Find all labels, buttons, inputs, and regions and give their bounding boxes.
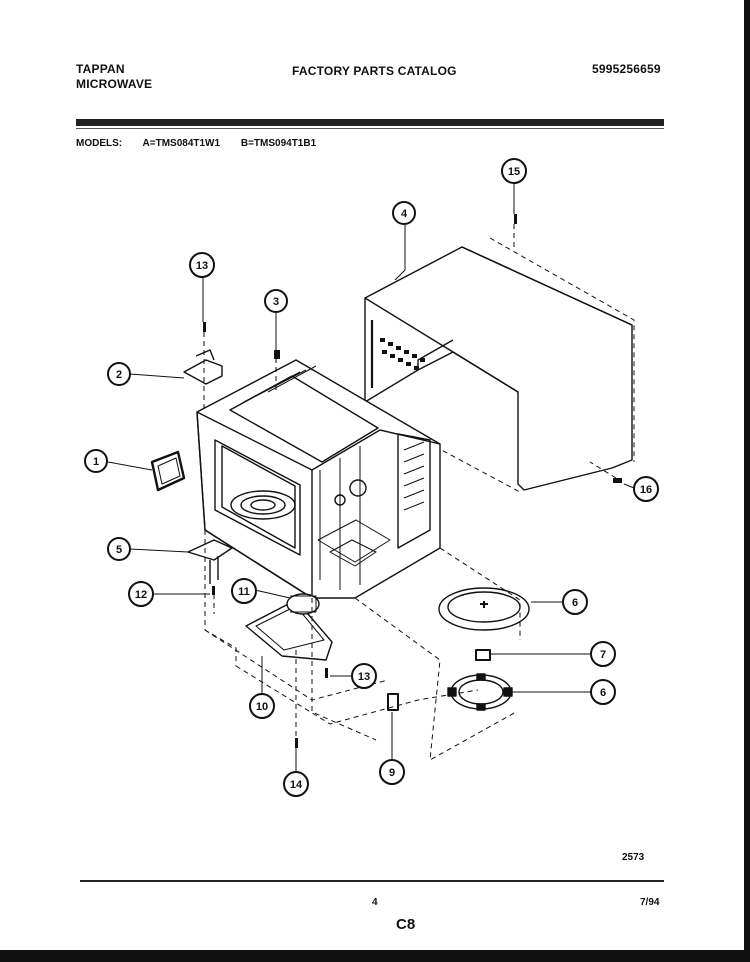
product-name: MICROWAVE	[76, 77, 153, 91]
callout-1: 1	[84, 449, 108, 473]
callout-4: 4	[392, 201, 416, 225]
callout-7: 7	[590, 641, 616, 667]
svg-text:2: 2	[116, 369, 122, 381]
callout-6-tray: 6	[562, 589, 588, 615]
screws	[203, 214, 622, 748]
model-a: A=TMS084T1W1	[142, 138, 221, 149]
hinge-top-part	[183, 349, 223, 385]
models-label: MODELS:	[76, 138, 123, 149]
svg-text:11: 11	[238, 586, 250, 598]
svg-text:15: 15	[508, 166, 520, 178]
svg-text:13: 13	[196, 260, 208, 272]
svg-text:6: 6	[572, 597, 578, 609]
svg-text:9: 9	[389, 767, 395, 779]
svg-text:12: 12	[135, 589, 147, 601]
cabinet-foot	[387, 693, 399, 711]
header-rule	[76, 119, 664, 126]
svg-text:14: 14	[290, 779, 303, 791]
hinge-bottom-part	[187, 539, 233, 584]
brand-name: TAPPAN	[76, 62, 125, 76]
callout-13-bottom: 13	[351, 663, 377, 689]
svg-text:16: 16	[640, 484, 652, 496]
callout-5: 5	[107, 537, 131, 561]
page-border-bottom	[0, 950, 750, 962]
turntable-motor	[286, 593, 320, 615]
svg-text:7: 7	[600, 649, 606, 661]
model-b: B=TMS094T1B1	[240, 138, 317, 149]
callout-14: 14	[283, 771, 309, 797]
header-rule-thin	[76, 128, 664, 129]
svg-text:13: 13	[358, 671, 370, 683]
page-border-right	[744, 0, 750, 962]
models-line: MODELS: A=TMS084T1W1 B=TMS094T1B1	[76, 138, 334, 149]
svg-text:1: 1	[93, 456, 99, 468]
section-code: C8	[396, 916, 416, 933]
callout-6-ring: 6	[590, 679, 616, 705]
callout-12: 12	[128, 581, 154, 607]
callout-13-top: 13	[189, 252, 215, 278]
svg-text:5: 5	[116, 544, 122, 556]
page-number: 4	[372, 897, 378, 908]
callout-10: 10	[249, 693, 275, 719]
brand-block: TAPPAN MICROWAVE	[76, 62, 152, 92]
svg-text:3: 3	[273, 296, 279, 308]
callout-2: 2	[107, 362, 131, 386]
catalog-number: 5995256659	[592, 62, 661, 76]
svg-text:4: 4	[401, 208, 408, 220]
turntable-coupler	[475, 649, 491, 661]
svg-text:10: 10	[256, 701, 268, 713]
leader-lines	[107, 183, 635, 772]
exploded-parts-diagram: 1 2 3 4 5 6 7 6 9 10 11 12 13 13 14 15 1…	[84, 158, 659, 797]
light-cover-part	[150, 450, 186, 492]
callout-3: 3	[264, 289, 288, 313]
svg-text:6: 6	[600, 687, 606, 699]
drawing-reference-number: 2573	[622, 852, 645, 863]
callout-9: 9	[379, 759, 405, 785]
footer-rule	[80, 880, 664, 882]
oven-cavity-chassis	[196, 359, 441, 599]
outer-cabinet-wrapper	[364, 237, 635, 493]
callout-15: 15	[501, 158, 527, 184]
callout-11: 11	[231, 578, 257, 604]
roller-ring-support	[447, 673, 513, 711]
catalog-title: FACTORY PARTS CATALOG	[292, 64, 457, 78]
turntable-glass-tray	[438, 587, 530, 631]
issue-date: 7/94	[640, 897, 660, 908]
callout-16: 16	[633, 476, 659, 502]
